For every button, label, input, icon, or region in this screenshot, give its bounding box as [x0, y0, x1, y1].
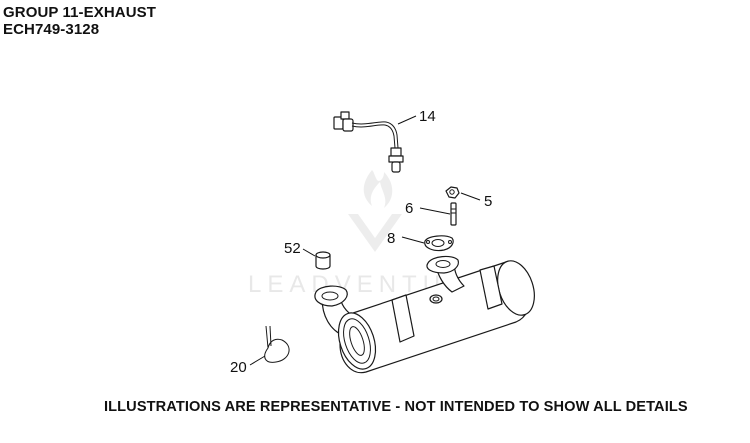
leader-8	[401, 236, 425, 244]
model-code: ECH749-3128	[3, 21, 100, 38]
leader-5	[460, 192, 481, 201]
gasket-part	[424, 235, 454, 252]
cap-part	[315, 251, 331, 270]
leader-6	[419, 207, 451, 215]
leader-52	[302, 248, 316, 257]
callout-6: 6	[405, 200, 413, 217]
leader-14	[397, 115, 417, 125]
callout-20: 20	[230, 359, 247, 376]
callout-5: 5	[484, 193, 492, 210]
clamp-part	[264, 325, 290, 363]
nut-part	[445, 186, 460, 199]
oxygen-sensor-part	[333, 111, 404, 173]
callout-52: 52	[284, 240, 301, 257]
muffler-part	[314, 255, 535, 374]
stud-part	[450, 202, 457, 226]
leader-20	[249, 355, 266, 366]
callout-14: 14	[419, 108, 436, 125]
callout-8: 8	[387, 230, 395, 247]
group-title: GROUP 11-EXHAUST	[3, 4, 157, 21]
disclaimer-text: ILLUSTRATIONS ARE REPRESENTATIVE - NOT I…	[104, 399, 688, 415]
